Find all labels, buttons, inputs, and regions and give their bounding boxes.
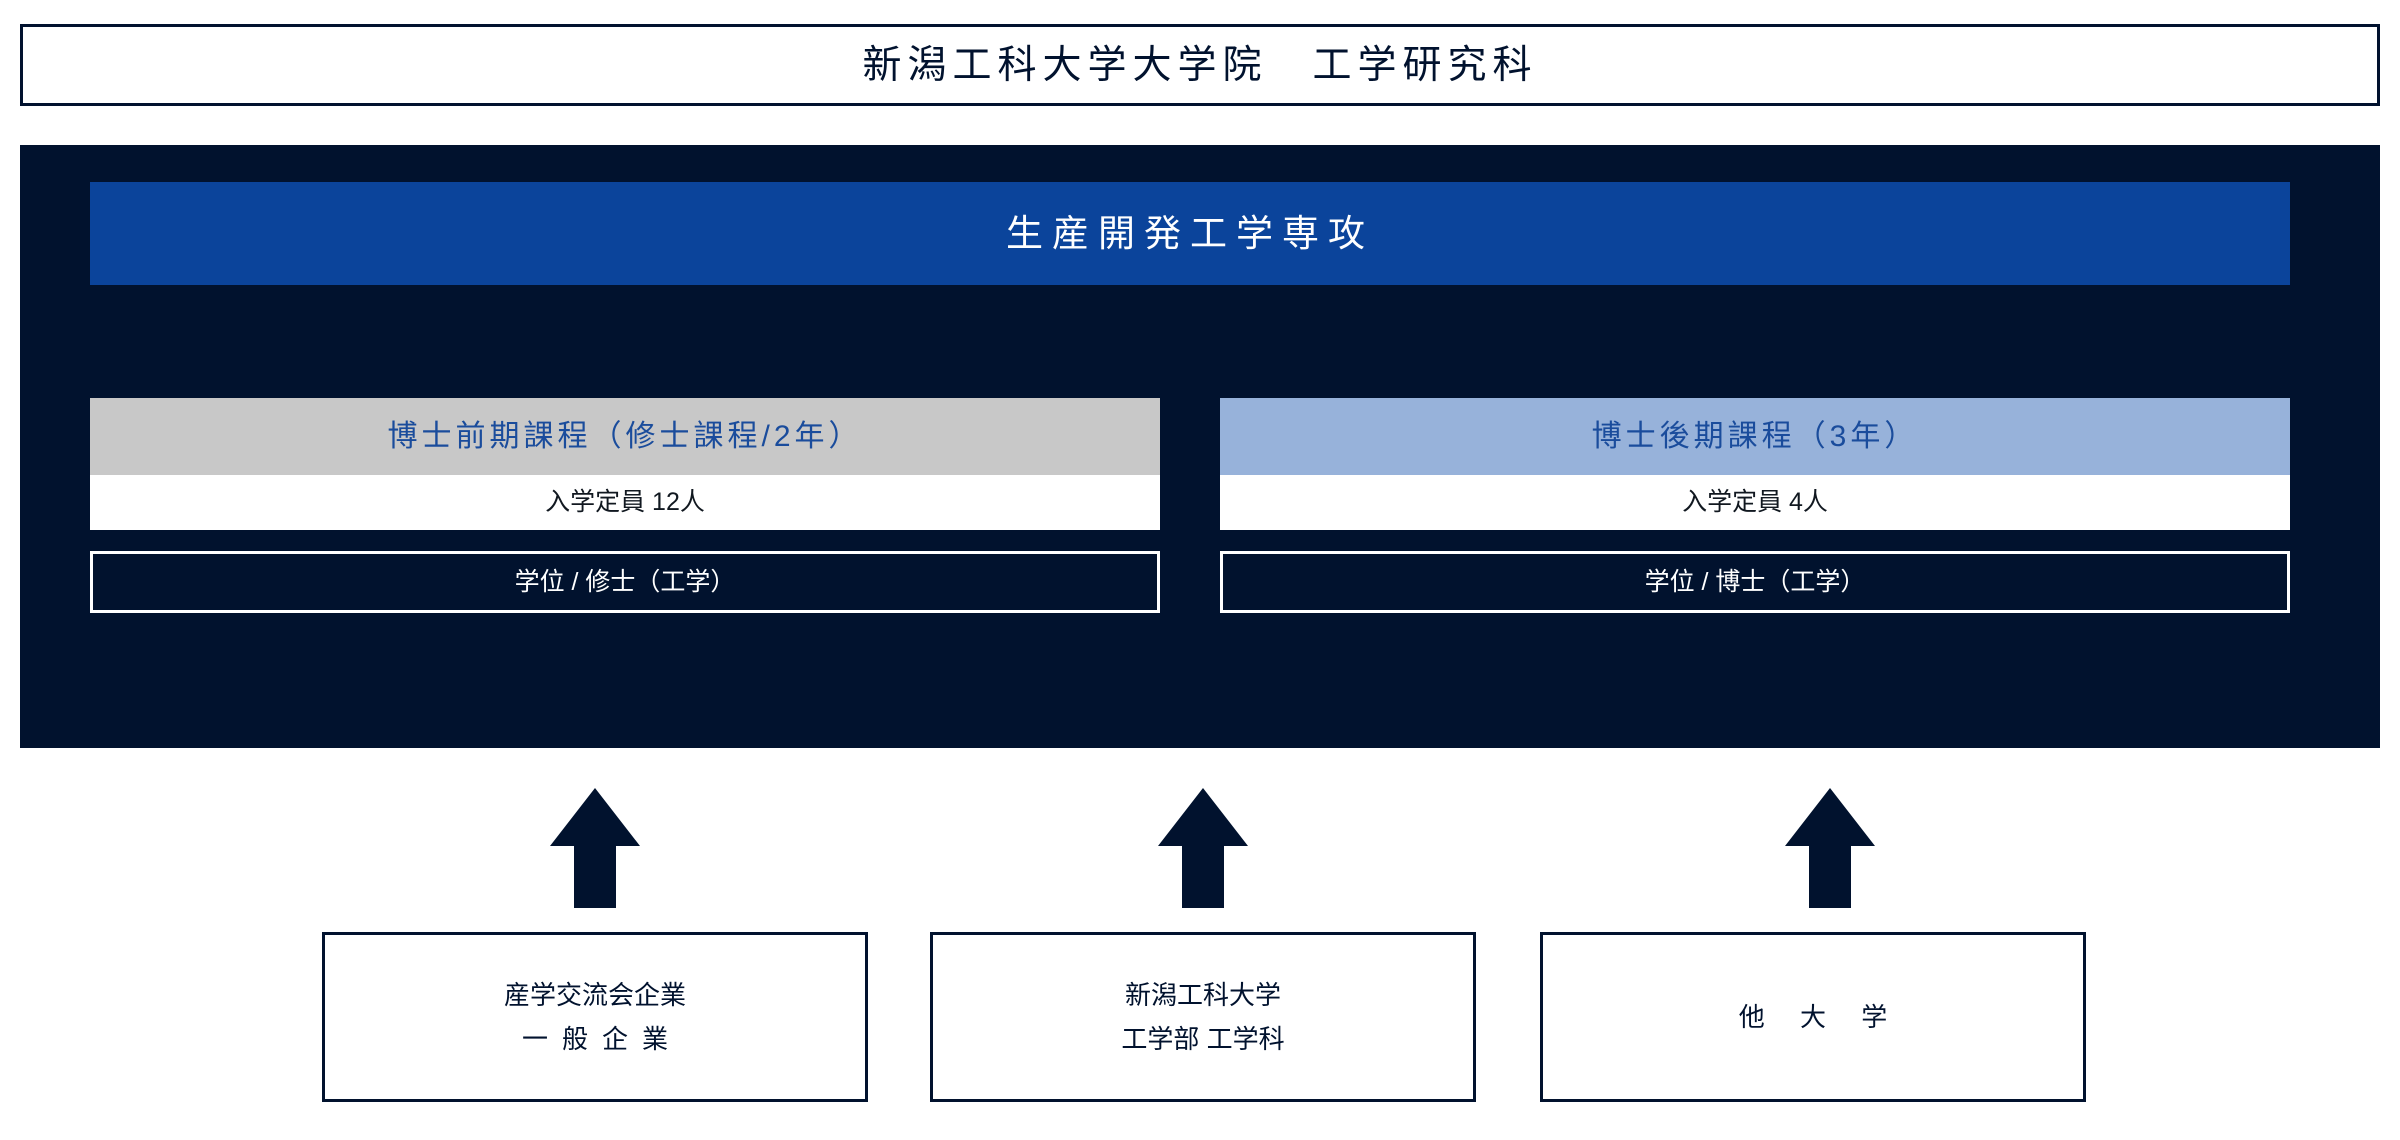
arrow-up-icon-niit-undergrad xyxy=(1158,788,1248,908)
source-line-2-niit-undergrad: 工学部 工学科 xyxy=(1121,1024,1285,1054)
source-box-other-university: 他 大 学 xyxy=(1540,932,2086,1102)
source-line-1-other-university: 他 大 学 xyxy=(1738,1002,1902,1032)
arrow-up-icon-other-university xyxy=(1785,788,1875,908)
course-column-master: 博士前期課程（修士課程/2年） 入学定員 12人 xyxy=(90,398,1160,530)
source-line-2-industry: 一般企業 xyxy=(521,1024,682,1054)
major-name: 生産開発工学専攻 xyxy=(1006,213,1374,254)
capacity-label-doctor: 入学定員 4人 xyxy=(1682,488,1828,516)
course-title-master: 博士前期課程（修士課程/2年） xyxy=(387,419,863,453)
source-box-industry: 産学交流会企業 一般企業 xyxy=(322,932,868,1102)
page-title: 新潟工科大学大学院 工学研究科 xyxy=(862,43,1538,87)
course-capacity-master: 入学定員 12人 xyxy=(90,475,1160,530)
arrow-up-icon-industry xyxy=(550,788,640,908)
course-title-doctor: 博士後期課程（3年） xyxy=(1591,419,1919,453)
degree-label-doctor: 学位 / 博士（工学） xyxy=(1644,567,1866,596)
source-line-1-niit-undergrad: 新潟工科大学 xyxy=(1124,980,1281,1010)
capacity-label-master: 入学定員 12人 xyxy=(545,488,705,516)
course-capacity-doctor: 入学定員 4人 xyxy=(1220,475,2290,530)
course-column-doctor: 博士後期課程（3年） 入学定員 4人 xyxy=(1220,398,2290,530)
course-header-master: 博士前期課程（修士課程/2年） xyxy=(90,398,1160,475)
course-header-doctor: 博士後期課程（3年） xyxy=(1220,398,2290,475)
source-box-niit-undergrad: 新潟工科大学 工学部 工学科 xyxy=(930,932,1476,1102)
degree-box-master: 学位 / 修士（工学） xyxy=(90,551,1160,613)
degree-box-doctor: 学位 / 博士（工学） xyxy=(1220,551,2290,613)
degree-label-master: 学位 / 修士（工学） xyxy=(514,567,736,596)
page-title-box: 新潟工科大学大学院 工学研究科 xyxy=(20,24,2380,106)
graduate-program-panel: 生産開発工学専攻 博士前期課程（修士課程/2年） 入学定員 12人 博士後期課程… xyxy=(20,145,2380,748)
source-line-1-industry: 産学交流会企業 xyxy=(503,980,686,1010)
major-banner: 生産開発工学専攻 xyxy=(90,182,2290,285)
